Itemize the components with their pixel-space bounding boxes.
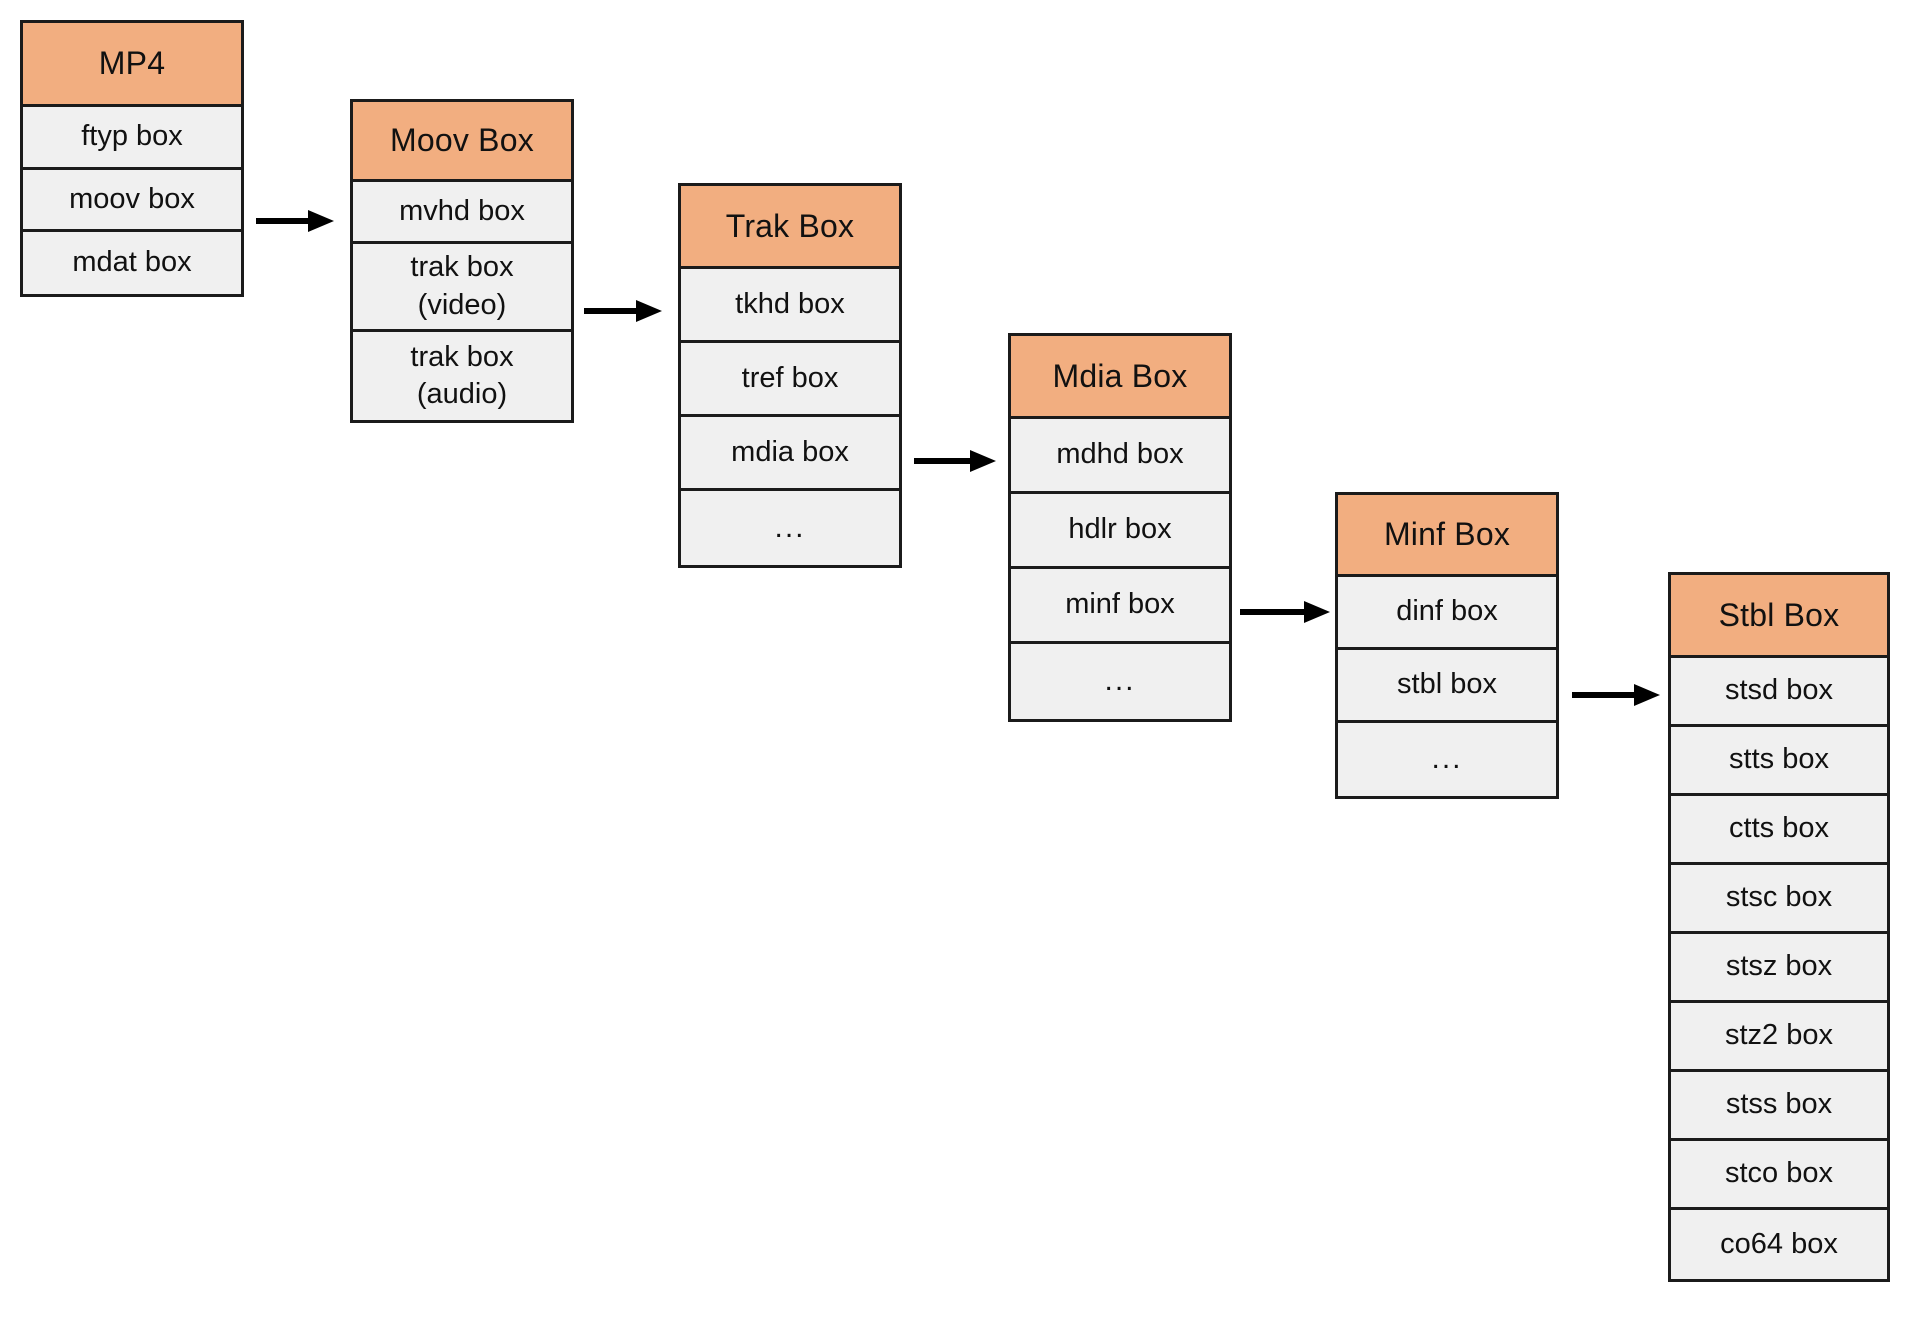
box-row-minf-more[interactable]: ... [1338,723,1556,796]
box-row-trak-audio[interactable]: trak box (audio) [353,332,571,420]
box-row-stsd[interactable]: stsd box [1671,658,1887,727]
box-row-mvhd[interactable]: mvhd box [353,182,571,244]
box-header-trak: Trak Box [681,186,899,269]
arrow-moov-to-trak [584,298,664,324]
box-header-moov: Moov Box [353,102,571,182]
box-row-stsc[interactable]: stsc box [1671,865,1887,934]
box-group-minf[interactable]: Minf Box dinf box stbl box ... [1335,492,1559,799]
arrow-trak-to-mdia [914,448,998,474]
box-row-mdhd[interactable]: mdhd box [1011,419,1229,494]
box-header-stbl: Stbl Box [1671,575,1887,658]
box-group-trak[interactable]: Trak Box tkhd box tref box mdia box ... [678,183,902,568]
box-group-moov[interactable]: Moov Box mvhd box trak box (video) trak … [350,99,574,423]
box-row-mdia[interactable]: mdia box [681,417,899,491]
box-group-stbl[interactable]: Stbl Box stsd box stts box ctts box stsc… [1668,572,1890,1282]
box-row-stbl[interactable]: stbl box [1338,650,1556,723]
box-row-tref[interactable]: tref box [681,343,899,417]
box-row-stts[interactable]: stts box [1671,727,1887,796]
box-header-mdia: Mdia Box [1011,336,1229,419]
box-row-dinf[interactable]: dinf box [1338,577,1556,650]
box-row-mdat[interactable]: mdat box [23,232,241,294]
box-row-stss[interactable]: stss box [1671,1072,1887,1141]
box-row-trak-more[interactable]: ... [681,491,899,565]
box-row-stco[interactable]: stco box [1671,1141,1887,1210]
box-row-co64[interactable]: co64 box [1671,1210,1887,1279]
box-row-ftyp[interactable]: ftyp box [23,107,241,170]
box-row-minf[interactable]: minf box [1011,569,1229,644]
box-group-mp4[interactable]: MP4 ftyp box moov box mdat box [20,20,244,297]
box-row-moov[interactable]: moov box [23,170,241,232]
box-row-stsz[interactable]: stsz box [1671,934,1887,1003]
box-group-mdia[interactable]: Mdia Box mdhd box hdlr box minf box ... [1008,333,1232,722]
box-header-mp4: MP4 [23,23,241,107]
box-row-mdia-more[interactable]: ... [1011,644,1229,719]
box-row-tkhd[interactable]: tkhd box [681,269,899,343]
box-row-trak-video[interactable]: trak box (video) [353,244,571,332]
arrow-minf-to-stbl [1572,682,1662,708]
box-row-stz2[interactable]: stz2 box [1671,1003,1887,1072]
box-row-ctts[interactable]: ctts box [1671,796,1887,865]
box-header-minf: Minf Box [1338,495,1556,577]
arrow-mp4-to-moov [256,208,336,234]
arrow-mdia-to-minf [1240,599,1332,625]
box-row-hdlr[interactable]: hdlr box [1011,494,1229,569]
